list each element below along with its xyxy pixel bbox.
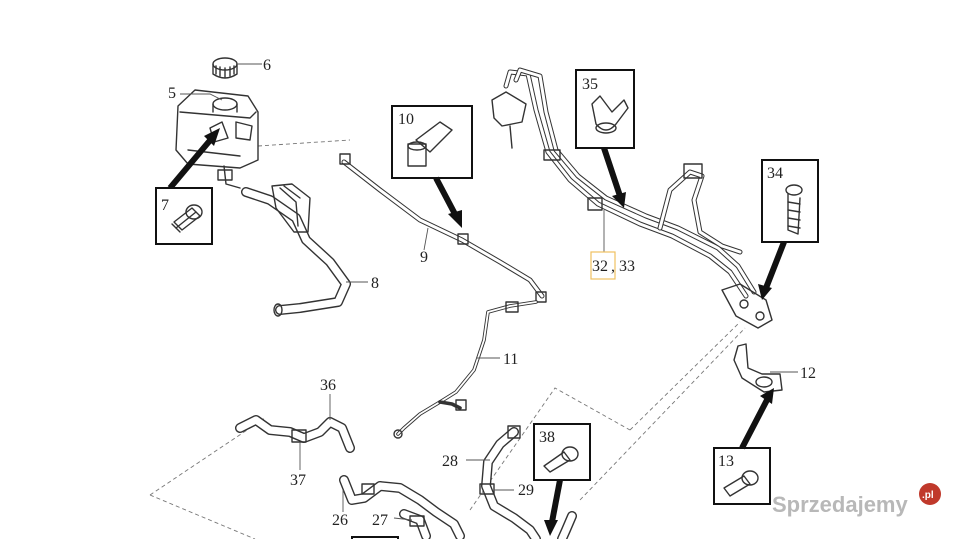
dashed-reference-lines bbox=[149, 139, 746, 539]
bolt-icon bbox=[785, 184, 803, 235]
callout-box-7 bbox=[155, 128, 220, 245]
callout-27: 27 bbox=[372, 512, 388, 529]
hose-36 bbox=[235, 415, 355, 453]
pipes-32-33 bbox=[491, 67, 773, 329]
callout-28: 28 bbox=[442, 453, 458, 470]
callout-box-13 bbox=[713, 388, 774, 505]
pipe-9 bbox=[339, 153, 547, 303]
clamp-icon bbox=[407, 121, 453, 167]
callout-8: 8 bbox=[371, 275, 379, 292]
callout-37: 37 bbox=[290, 472, 306, 489]
hose-8 bbox=[241, 183, 351, 317]
harness-11 bbox=[393, 300, 538, 439]
bracket-icon bbox=[733, 343, 783, 393]
reservoir-icon bbox=[175, 89, 259, 189]
callout-box-35 bbox=[575, 69, 635, 208]
callout-10: 10 bbox=[398, 111, 414, 128]
hose-26-27 bbox=[339, 475, 465, 539]
watermark: Sprzedajemy .pl bbox=[772, 483, 941, 517]
highlight-32 bbox=[590, 251, 616, 280]
callout-33: 33 bbox=[619, 258, 635, 275]
callout-36: 36 bbox=[320, 377, 336, 394]
bolt-icon bbox=[723, 470, 759, 497]
callout-32: 32 bbox=[592, 258, 608, 275]
bolt-icon bbox=[543, 446, 579, 473]
callout-numbers: 6 5 7 8 9 10 11 12 13 26 27 28 29 32 , 3… bbox=[161, 57, 816, 529]
callout-box-10 bbox=[391, 105, 473, 228]
watermark-text: Sprzedajemy bbox=[772, 492, 908, 517]
callout-13: 13 bbox=[718, 453, 734, 470]
callout-26: 26 bbox=[332, 512, 348, 529]
callout-38: 38 bbox=[539, 429, 555, 446]
callout-6: 6 bbox=[263, 57, 271, 74]
callout-9: 9 bbox=[420, 249, 428, 266]
callout-11: 11 bbox=[503, 351, 518, 368]
watermark-badge bbox=[919, 483, 941, 505]
clip-icon bbox=[591, 95, 629, 134]
callout-32-separator: , bbox=[611, 258, 615, 275]
leader-lines bbox=[180, 63, 798, 521]
callout-12: 12 bbox=[800, 365, 816, 382]
callout-5: 5 bbox=[168, 85, 176, 102]
callout-29: 29 bbox=[518, 482, 534, 499]
hose-28-29 bbox=[479, 425, 577, 539]
watermark-badge-text: .pl bbox=[922, 490, 934, 501]
callout-34: 34 bbox=[767, 165, 783, 182]
cap-icon bbox=[212, 57, 238, 79]
callout-7: 7 bbox=[161, 197, 169, 214]
callout-box-38 bbox=[533, 423, 591, 536]
callout-35: 35 bbox=[582, 76, 598, 93]
bolt-icon bbox=[171, 204, 203, 233]
callout-box-34 bbox=[758, 159, 819, 300]
